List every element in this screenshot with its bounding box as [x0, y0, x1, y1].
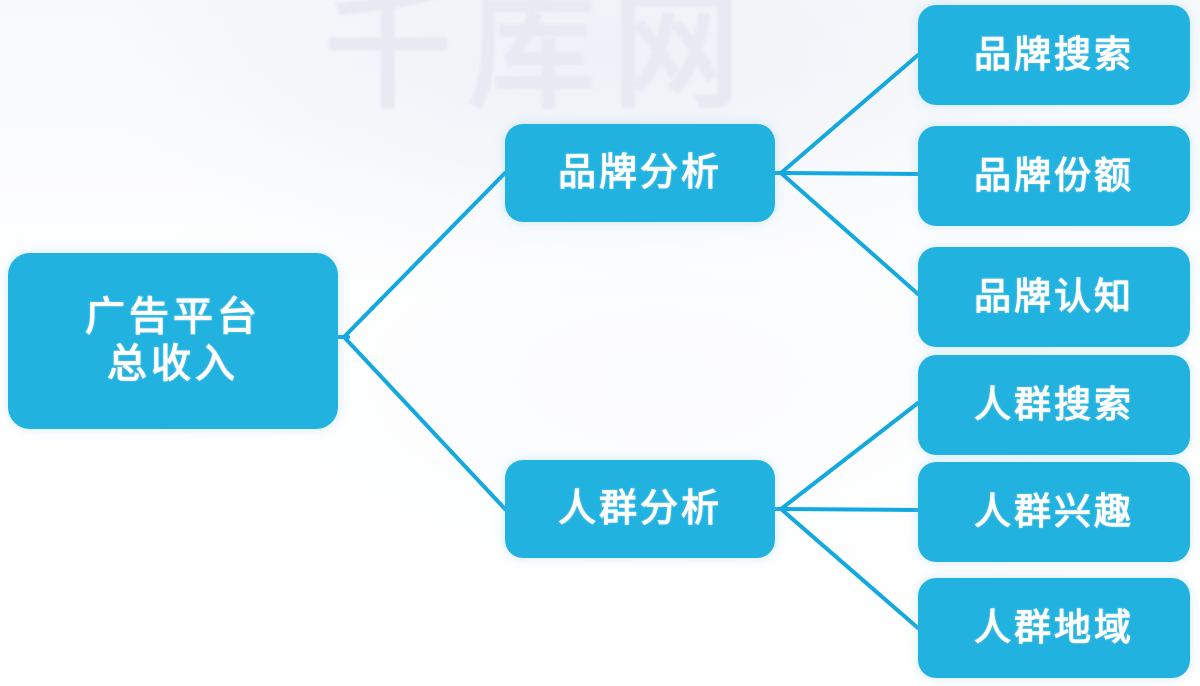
connector-audience-to-audience-interest [779, 507, 920, 512]
connector-audience-to-audience-search [779, 401, 920, 511]
node-audience-search-label: 人群搜索 [974, 384, 1134, 426]
connector-brand-to-brand-share [779, 171, 920, 176]
node-root[interactable]: 广告平台 总收入 [8, 253, 338, 429]
node-audience-region[interactable]: 人群地域 [918, 578, 1190, 678]
connector-root-to-brand-analysis [342, 171, 507, 339]
connector-root-to-audience-analysis [342, 335, 507, 511]
connector-brand-to-brand-aware [779, 171, 920, 296]
node-brand-search[interactable]: 品牌搜索 [918, 5, 1190, 105]
node-audience-region-label: 人群地域 [974, 607, 1134, 649]
connector-brand-to-brand-search [779, 53, 920, 175]
node-brand-analysis-label: 品牌分析 [557, 151, 722, 194]
node-audience-analysis[interactable]: 人群分析 [505, 460, 775, 558]
node-audience-search[interactable]: 人群搜索 [918, 355, 1190, 455]
node-brand-awareness[interactable]: 品牌认知 [918, 247, 1190, 347]
node-audience-interest-label: 人群兴趣 [974, 491, 1134, 533]
node-root-label: 广告平台 总收入 [85, 294, 261, 388]
node-audience-interest[interactable]: 人群兴趣 [918, 462, 1190, 562]
node-brand-search-label: 品牌搜索 [974, 34, 1134, 76]
node-brand-share-label: 品牌份额 [974, 155, 1134, 197]
node-root-label-line2: 总收入 [107, 342, 239, 386]
connector-audience-to-audience-region [779, 507, 920, 630]
node-audience-analysis-label: 人群分析 [557, 487, 722, 530]
node-root-label-line1: 广告平台 [85, 294, 261, 339]
node-brand-analysis[interactable]: 品牌分析 [505, 124, 775, 222]
node-brand-share[interactable]: 品牌份额 [918, 126, 1190, 226]
node-brand-awareness-label: 品牌认知 [974, 276, 1134, 318]
